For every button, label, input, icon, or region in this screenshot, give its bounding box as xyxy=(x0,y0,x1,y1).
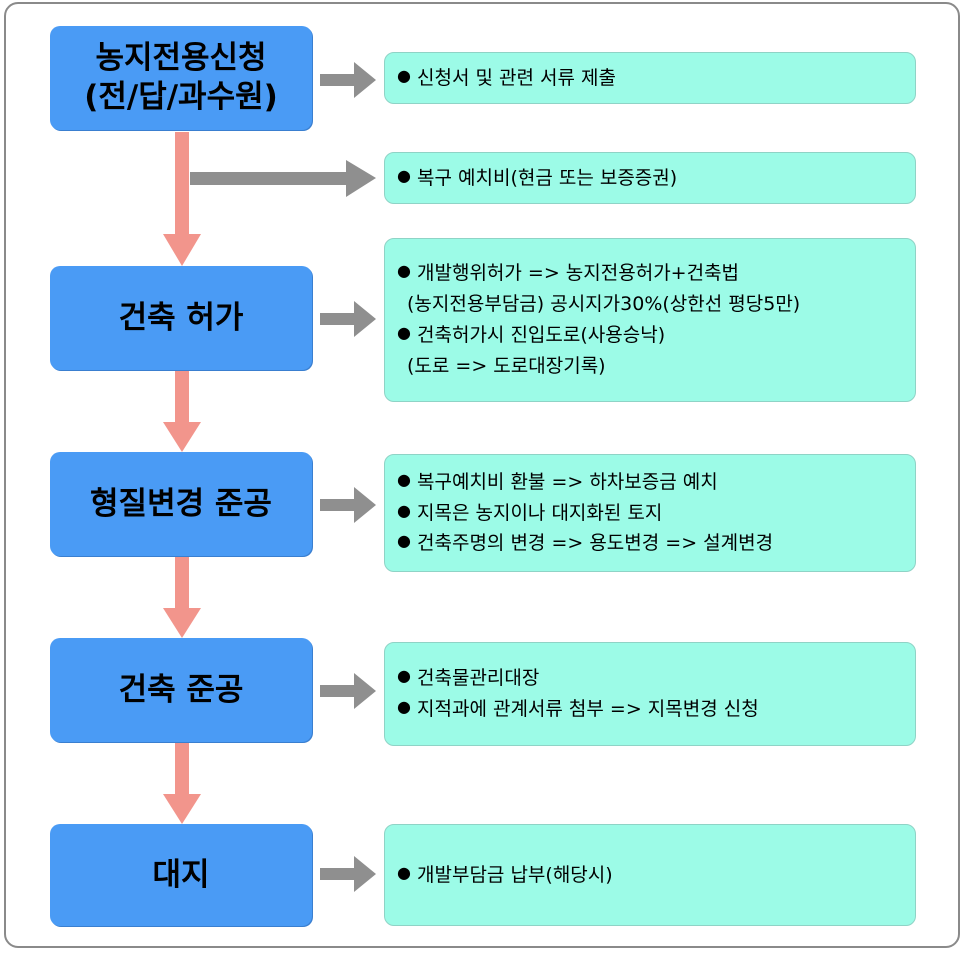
note-text: 건축허가시 진입도로(사용승낙) xyxy=(417,324,666,346)
note-text: 신청서 및 관련 서류 제출 xyxy=(417,66,616,89)
side-arrow-head-3 xyxy=(354,301,376,337)
side-arrow-shaft-3 xyxy=(320,313,356,325)
note-item: ● 건축주명의 변경 => 용도변경 => 설계변경 xyxy=(393,528,901,559)
note-box-4: ● 복구예치비 환불 => 하차보증금 예치 ● 지목은 농지이나 대지화된 토… xyxy=(384,454,916,572)
bullet-icon: ● xyxy=(397,469,411,489)
step-box-building-site: 대지 xyxy=(50,824,312,926)
bullet-icon: ● xyxy=(397,500,411,520)
side-arrow-shaft-5 xyxy=(320,685,356,697)
bullet-icon: ● xyxy=(397,862,411,882)
note-text: 복구예치비 환불 => 하차보증금 예치 xyxy=(417,470,718,493)
bullet-icon: ● xyxy=(397,697,411,716)
step-label-line: 형질변경 준공 xyxy=(90,485,272,522)
down-arrow-head-2 xyxy=(163,422,201,452)
note-text: 개발부담금 납부(해당시) xyxy=(417,863,613,886)
side-arrow-head-6 xyxy=(354,856,376,892)
step-box-land-change-completion: 형질변경 준공 xyxy=(50,452,312,556)
down-arrow-shaft-3 xyxy=(175,556,189,610)
bullet-icon: ● xyxy=(397,531,411,551)
note-text-continued: (도로 => 도로대장기록) xyxy=(407,354,606,377)
note-text: 건축물관리대장 xyxy=(417,667,540,690)
bullet-icon: ● xyxy=(397,666,411,686)
note-item: ● 복구예치비 환불 => 하차보증금 예치 xyxy=(393,467,901,498)
step-label-line: 농지전용신청 xyxy=(95,40,267,77)
note-text-continued: (농지전용부담금) 공시지가30%(상한선 평당5만) xyxy=(407,293,801,316)
step-label-line: 건축 허가 xyxy=(118,299,244,336)
note-item: ● 건축물관리대장 xyxy=(393,663,901,694)
note-box-5: ● 건축물관리대장 ● 지적과에 관계서류 첨부 => 지목변경 신청 xyxy=(384,642,916,746)
note-box-3: ● 개발행위허가 => 농지전용허가+건축법 (농지전용부담금) 공시지가30%… xyxy=(384,238,916,402)
step-label-line: 건축 준공 xyxy=(118,671,244,708)
down-arrow-shaft-4 xyxy=(175,742,189,796)
down-arrow-shaft-2 xyxy=(175,370,189,424)
step-label-line: (전/답/과수원) xyxy=(84,79,278,115)
side-arrow-head-4 xyxy=(354,487,376,523)
bullet-icon: ● xyxy=(397,65,411,85)
side-arrow-head-5 xyxy=(354,673,376,709)
bullet-icon: ● xyxy=(397,261,411,281)
side-arrow-head-2 xyxy=(346,160,376,197)
note-item: ● 개발행위허가 => 농지전용허가+건축법 (농지전용부담금) 공시지가30%… xyxy=(393,258,901,320)
step-box-farmland-conversion: 농지전용신청 (전/답/과수원) xyxy=(50,26,312,130)
note-text: 지목은 농지이나 대지화된 토지 xyxy=(417,501,663,524)
note-item: ● 신청서 및 관련 서류 제출 xyxy=(393,63,901,93)
bullet-icon: ● xyxy=(397,323,411,342)
side-arrow-shaft-2 xyxy=(190,172,348,185)
note-box-2: ● 복구 예치비(현금 또는 보증증권) xyxy=(384,152,916,204)
note-item: ● 지적과에 관계서류 첨부 => 지목변경 신청 xyxy=(393,694,901,725)
down-arrow-head-1 xyxy=(163,234,201,266)
down-arrow-head-3 xyxy=(163,608,201,638)
bullet-icon: ● xyxy=(397,165,411,185)
side-arrow-shaft-1 xyxy=(320,74,356,86)
side-arrow-shaft-4 xyxy=(320,499,356,511)
note-text: 건축주명의 변경 => 용도변경 => 설계변경 xyxy=(417,532,774,555)
note-text: 복구 예치비(현금 또는 보증증권) xyxy=(417,166,678,189)
note-item: ● 지목은 농지이나 대지화된 토지 xyxy=(393,498,901,529)
step-box-building-completion: 건축 준공 xyxy=(50,638,312,742)
note-item: ● 복구 예치비(현금 또는 보증증권) xyxy=(393,163,901,193)
note-text: 개발행위허가 => 농지전용허가+건축법 xyxy=(417,262,740,285)
note-box-6: ● 개발부담금 납부(해당시) xyxy=(384,824,916,926)
side-arrow-shaft-6 xyxy=(320,868,356,880)
note-item: ● 건축허가시 진입도로(사용승낙) (도로 => 도로대장기록) xyxy=(393,320,901,382)
side-arrow-head-1 xyxy=(354,62,376,98)
down-arrows xyxy=(163,132,201,824)
step-label-line: 대지 xyxy=(152,856,210,893)
side-arrows xyxy=(190,62,376,892)
note-item: ● 개발부담금 납부(해당시) xyxy=(393,860,901,890)
note-box-1: ● 신청서 및 관련 서류 제출 xyxy=(384,52,916,104)
step-box-building-permit: 건축 허가 xyxy=(50,266,312,370)
down-arrow-shaft-1 xyxy=(175,132,189,236)
down-arrow-head-4 xyxy=(163,794,201,824)
note-text: 지적과에 관계서류 첨부 => 지목변경 신청 xyxy=(417,698,759,720)
